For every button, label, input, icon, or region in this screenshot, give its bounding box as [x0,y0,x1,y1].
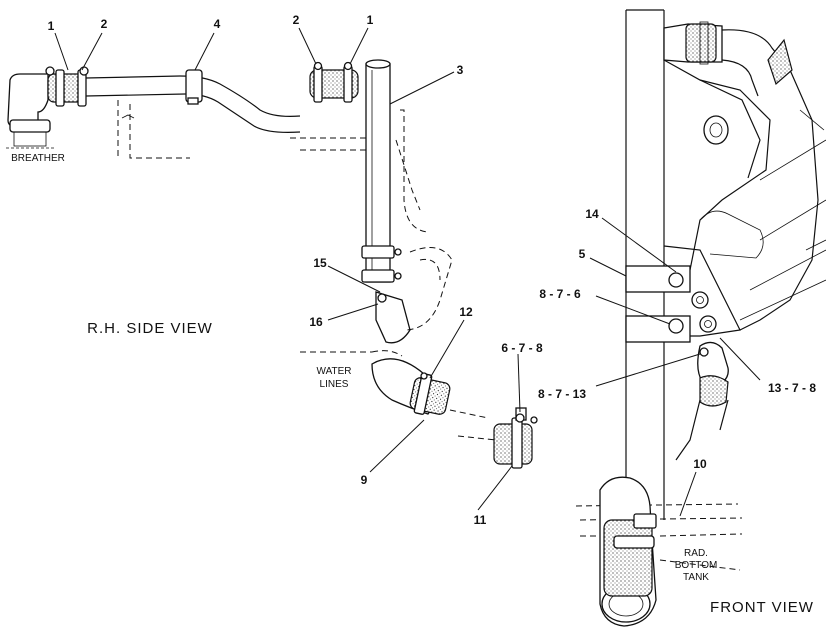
callout-labels: 1 2 4 2 1 3 15 16 12 9 6 - 7 - 8 8 - 7 -… [48,13,817,527]
clamp-4 [185,69,203,103]
callout-3: 3 [457,63,464,77]
callout-1-left: 1 [48,19,55,33]
callout-10: 10 [693,457,707,471]
callout-14: 14 [585,207,599,221]
callout-6-7-8: 6 - 7 - 8 [501,341,543,355]
callout-2-mid: 2 [293,13,300,27]
front-view-frame [625,9,826,520]
callout-11: 11 [474,513,487,527]
side-view-water-lines [300,350,538,469]
callout-8-7-6: 8 - 7 - 6 [539,287,581,301]
side-view-breather [6,73,54,149]
side-view-riser [309,59,453,344]
callout-4: 4 [214,17,221,31]
front-view-lower-hose [575,476,743,627]
front-view-title: FRONT VIEW [710,599,814,616]
callout-16: 16 [309,315,323,329]
water-lines-label-2: LINES [320,379,349,390]
callout-9: 9 [361,473,368,487]
notes: BREATHER WATER LINES RAD. BOTTOM TANK [11,153,717,583]
callout-12: 12 [459,305,473,319]
side-view-top-hose [45,66,366,160]
leader-lines [54,27,761,517]
callout-8-7-13: 8 - 7 - 13 [538,387,586,401]
rad-tank-label-1: RAD. [684,548,708,559]
side-view-title: R.H. SIDE VIEW [87,320,213,337]
callout-2-left: 2 [101,17,108,31]
breather-label: BREATHER [11,153,65,164]
clamp-left-a [55,69,65,107]
rad-tank-label-3: TANK [683,572,709,583]
bolt-14 [668,272,684,288]
callout-15: 15 [313,256,327,270]
water-lines-label-1: WATER [317,366,352,377]
callout-5: 5 [579,247,586,261]
callout-1-mid: 1 [367,13,374,27]
rad-tank-label-2: BOTTOM [675,560,718,571]
view-titles: R.H. SIDE VIEW FRONT VIEW [87,320,814,616]
callout-13-7-8: 13 - 7 - 8 [768,381,816,395]
